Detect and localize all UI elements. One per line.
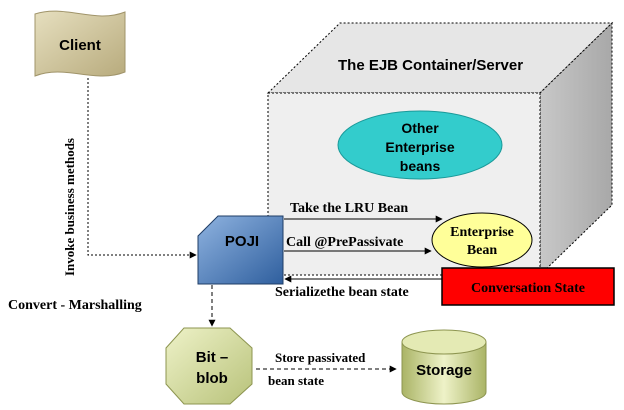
client-label: Client bbox=[59, 37, 101, 54]
serialize-label: Serializethe bean state bbox=[275, 285, 409, 300]
call-prepassivate-label: Call @PrePassivate bbox=[286, 235, 403, 250]
bitblob-label-line2: blob bbox=[196, 370, 228, 387]
bitblob-label-line1: Bit – bbox=[196, 349, 229, 366]
other-beans-ellipse bbox=[337, 110, 503, 180]
conversation-state-label: Conversation State bbox=[471, 281, 585, 296]
convert-label: Convert - Marshalling bbox=[8, 298, 142, 313]
bitblob-shape bbox=[165, 327, 253, 405]
other-beans-label-line2: Enterprise bbox=[385, 139, 454, 155]
store-label-line1: Store passivated bbox=[275, 350, 366, 365]
enterprise-bean-ellipse bbox=[431, 212, 533, 268]
store-label-line2: bean state bbox=[268, 373, 324, 388]
invoke-connector bbox=[87, 78, 197, 259]
client-shape bbox=[34, 10, 126, 77]
invoke-label: Invoke business methods bbox=[62, 138, 77, 276]
storage-label: Storage bbox=[416, 362, 472, 379]
enterprise-bean-label-line1: Enterprise bbox=[450, 225, 514, 240]
conversation-state-box bbox=[441, 267, 615, 306]
storage-cylinder bbox=[401, 329, 487, 405]
other-beans-label-line1: Other bbox=[401, 120, 439, 136]
take-lru-label: Take the LRU Bean bbox=[290, 201, 408, 216]
other-beans-label-line3: beans bbox=[400, 158, 441, 174]
enterprise-bean-label-line2: Bean bbox=[467, 243, 498, 258]
poji-box bbox=[197, 215, 284, 285]
container-title: The EJB Container/Server bbox=[338, 57, 523, 74]
poji-label: POJI bbox=[225, 233, 259, 250]
container-side-face bbox=[539, 21, 613, 277]
